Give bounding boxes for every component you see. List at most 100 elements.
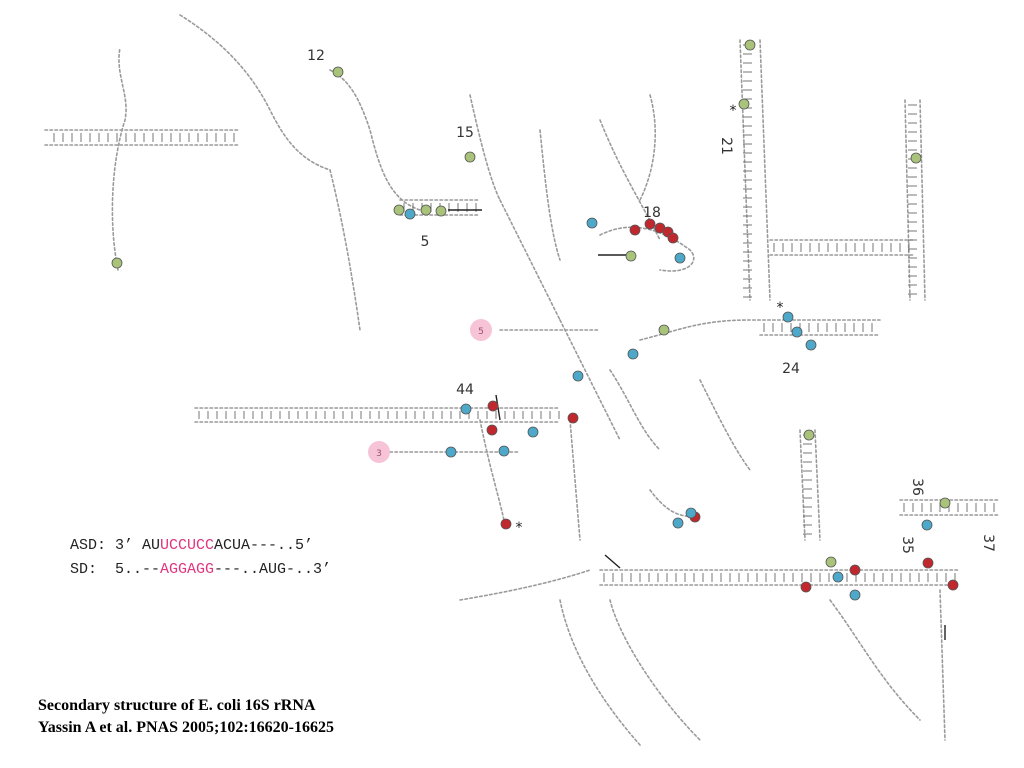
helix-label-36: 36	[909, 478, 925, 496]
sd-motif: AGGAGG	[160, 561, 215, 578]
green-site-marker	[111, 257, 123, 269]
asd-prefix: ASD: 3’ AU	[70, 537, 161, 554]
asd-motif: UCCUCC	[160, 537, 215, 554]
red-site-marker	[486, 424, 498, 436]
rna-strand-segment	[609, 369, 661, 451]
blue-site-marker	[849, 589, 861, 601]
blue-site-marker	[674, 252, 686, 264]
green-site-marker	[393, 204, 405, 216]
helix-label-35: 35	[899, 536, 915, 554]
red-site-marker	[629, 224, 641, 236]
site-markers: 53	[111, 39, 959, 601]
helix-label-18: 18	[643, 205, 661, 221]
blue-site-marker	[445, 446, 457, 458]
pink-site-marker	[368, 441, 390, 463]
rna-strand-segment	[699, 379, 751, 471]
rna-strand-segment	[569, 419, 581, 541]
red-site-marker	[667, 232, 679, 244]
blue-site-marker	[832, 571, 844, 583]
sd-suffix: ---..AUG-..3’	[214, 561, 332, 578]
blue-site-marker	[572, 370, 584, 382]
rna-strand-segment	[194, 407, 561, 423]
rna-strand-segment	[479, 419, 506, 526]
rna-strand-segment	[639, 319, 881, 341]
rna-strand-segment	[44, 129, 241, 146]
red-site-marker	[800, 581, 812, 593]
rna-backbone	[44, 14, 1001, 746]
green-site-marker	[939, 497, 951, 509]
blue-site-marker	[460, 403, 472, 415]
blue-site-marker	[586, 217, 598, 229]
rna-strand-segment	[179, 14, 331, 171]
blue-site-marker	[782, 311, 794, 323]
red-site-marker	[500, 518, 512, 530]
rna-strand-segment	[829, 599, 921, 721]
blue-site-marker	[672, 517, 684, 529]
rna-strand-segment	[559, 599, 641, 746]
tertiary-connectors	[448, 209, 946, 640]
sd-prefix: SD: 5..--	[70, 561, 161, 578]
red-site-marker	[922, 557, 934, 569]
base-pair-ticks	[53, 44, 995, 582]
rna-strand-segment	[609, 599, 701, 741]
sd-sequence: SD: 5..--AGGAGG---..AUG-..3’	[70, 561, 331, 578]
blue-site-marker	[527, 426, 539, 438]
rna-strand-segment	[539, 129, 561, 261]
helix-label-5: 5	[421, 234, 430, 250]
three-prime-terminal-label: 3	[376, 449, 382, 459]
rna-strand-segment	[739, 39, 771, 301]
helix-label-15: 15	[456, 125, 474, 141]
rna-strand-segment	[904, 99, 926, 301]
five-prime-terminal-label: 5	[478, 327, 484, 337]
green-site-marker	[420, 204, 432, 216]
red-site-marker	[644, 218, 656, 230]
asterisk-marks: * * *	[516, 103, 784, 536]
blue-site-marker	[685, 507, 697, 519]
blue-site-marker	[791, 326, 803, 338]
green-site-marker	[435, 205, 447, 217]
pink-site-marker	[470, 319, 492, 341]
blue-site-marker	[498, 445, 510, 457]
asterisk-mark: *	[730, 103, 737, 119]
green-site-marker	[658, 324, 670, 336]
red-site-marker	[487, 400, 499, 412]
helix-label-24: 24	[782, 361, 800, 377]
blue-site-marker	[805, 339, 817, 351]
blue-site-marker	[627, 348, 639, 360]
rna-strand-segment	[469, 94, 501, 201]
green-site-marker	[738, 98, 750, 110]
rna-strand-segment	[799, 429, 821, 541]
rna-strand-segment	[329, 169, 361, 331]
rna-strand-segment	[599, 569, 961, 586]
rna-strand-segment	[459, 569, 591, 601]
green-site-marker	[625, 250, 637, 262]
helix-label-37: 37	[980, 534, 996, 552]
rna-strand-segment	[111, 47, 127, 271]
asterisk-mark: *	[777, 300, 784, 316]
green-site-marker	[825, 556, 837, 568]
asd-suffix: ACUA---..5’	[214, 537, 314, 554]
caption-title: Secondary structure of E. coli 16S rRNA	[38, 697, 316, 714]
green-site-marker	[332, 66, 344, 78]
blue-site-marker	[921, 519, 933, 531]
asd-sequence: ASD: 3’ AUUCCUCCACUA---..5’	[70, 537, 313, 554]
caption-citation: Yassin A et al. PNAS 2005;102:16620-1662…	[38, 719, 335, 736]
rna-strand-segment	[939, 589, 946, 741]
rna-strand-segment	[499, 199, 561, 321]
rna-strand-segment	[639, 94, 656, 201]
blue-site-marker	[404, 208, 416, 220]
rna-strand-segment	[329, 69, 421, 211]
rna-strand-segment	[599, 226, 695, 272]
rna-strand-segment	[559, 319, 621, 441]
helix-label-44: 44	[456, 382, 474, 398]
rna-strand-segment	[899, 499, 1001, 516]
green-site-marker	[803, 429, 815, 441]
green-site-marker	[744, 39, 756, 51]
green-site-marker	[464, 151, 476, 163]
green-site-marker	[910, 152, 922, 164]
helix-label-12: 12	[307, 48, 325, 64]
asterisk-mark: *	[516, 520, 523, 536]
red-site-marker	[567, 412, 579, 424]
